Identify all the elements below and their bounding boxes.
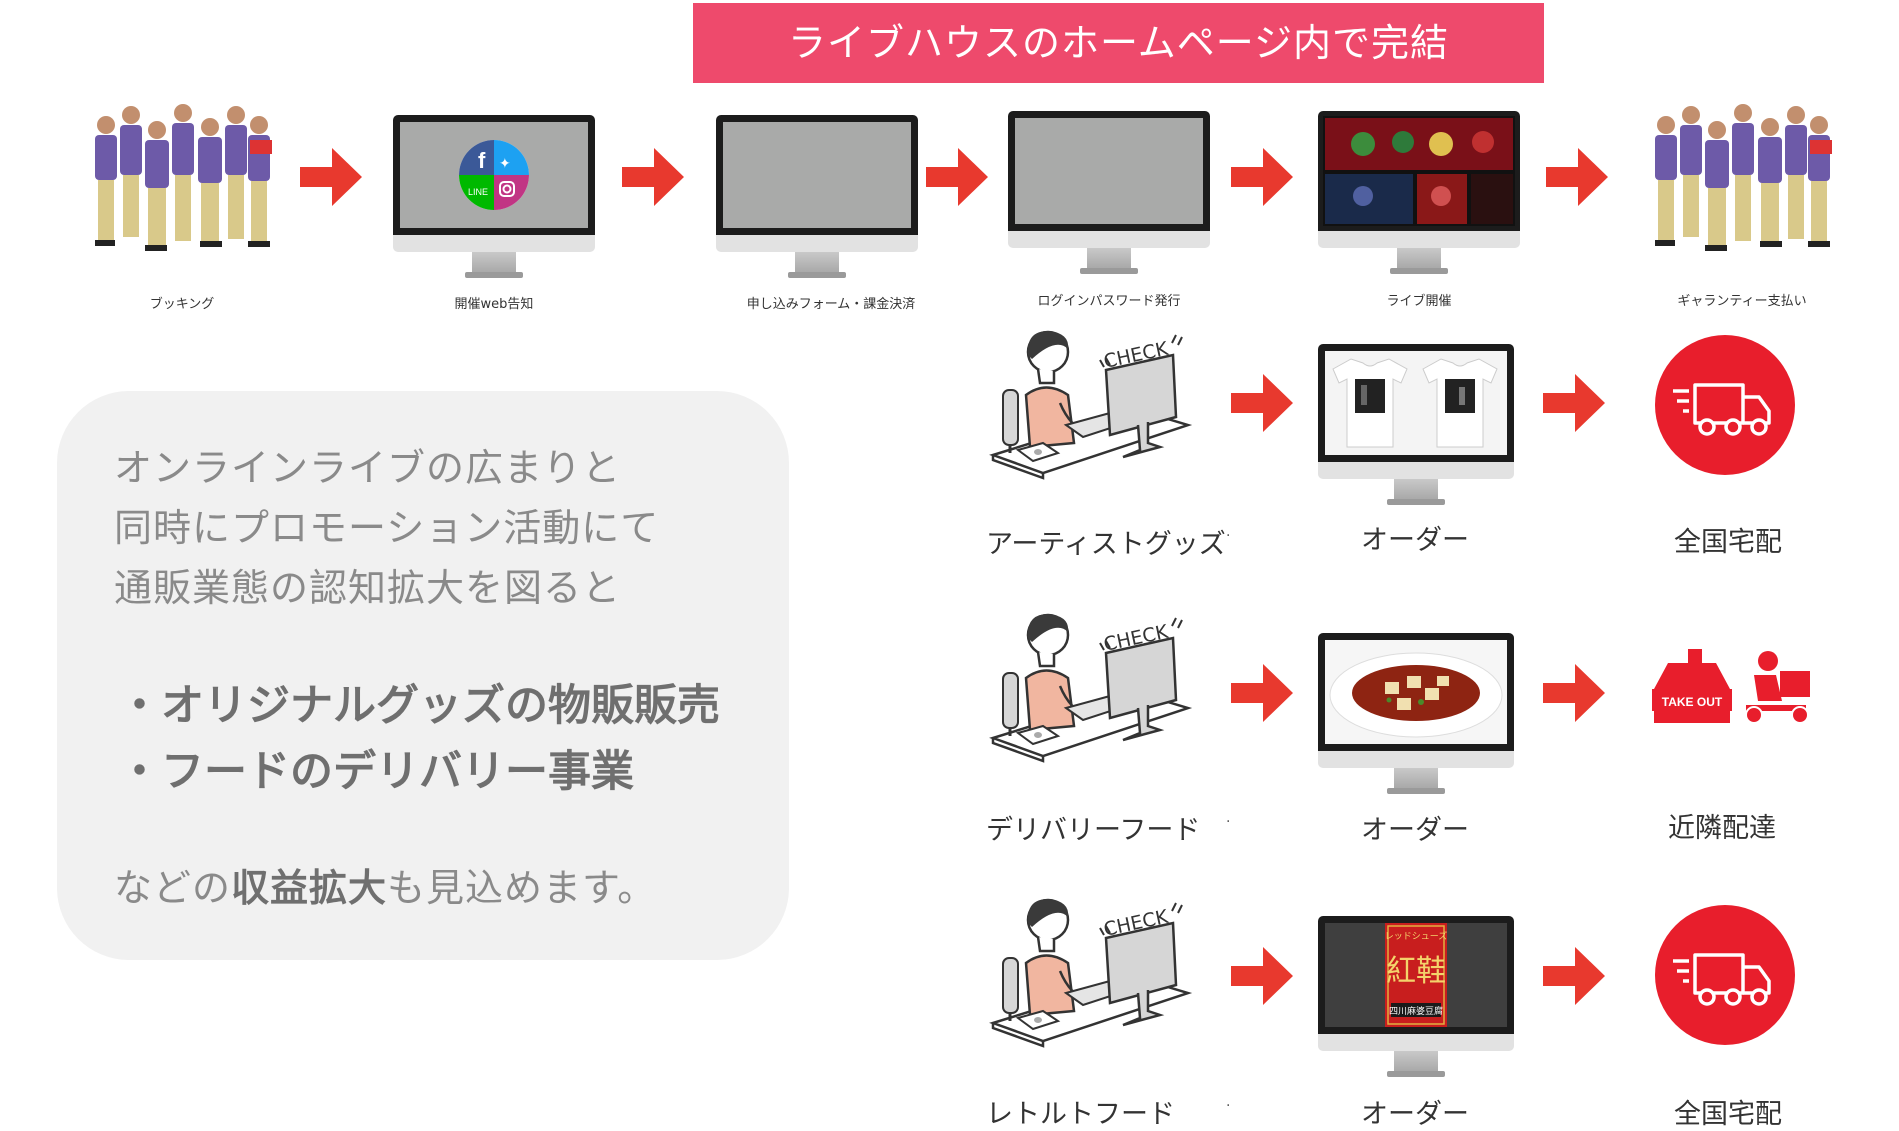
takeout-delivery-icon: TAKE OUT	[1652, 649, 1810, 724]
takeout-text: TAKE OUT	[1662, 695, 1723, 709]
svg-text:✦: ✦	[499, 155, 511, 171]
flow-arrow-4	[1231, 148, 1293, 206]
tshirt-images	[1332, 358, 1498, 448]
monitor-food-order	[1318, 633, 1514, 794]
step-caption-live: ライブ開催	[1386, 294, 1452, 309]
row-label-delivery-food: デリバリーフード	[986, 815, 1201, 846]
row1-arrow-2	[1543, 374, 1605, 432]
retort-package: レッドシューズ 紅鞋 四川麻婆豆腐	[1385, 923, 1448, 1027]
person-check-illustration-2: CHECK	[991, 612, 1190, 763]
monitor-web-announce: f ✦ LINE	[393, 115, 595, 278]
live-photos	[1325, 118, 1513, 224]
row2-arrow-2	[1543, 664, 1605, 722]
row-dot-3: ·	[1226, 1098, 1231, 1114]
flow-arrow-5	[1546, 148, 1608, 206]
truck-icon	[1655, 335, 1797, 477]
info-line-3: 通販業態の認知拡大を図ると	[114, 566, 622, 610]
row2-order-label: オーダー	[1361, 815, 1469, 846]
bullet-delivery: ・フードのデリバリー事業	[118, 747, 634, 797]
info-closing: などの収益拡大も見込めます。	[114, 866, 657, 910]
monitor-retort-order: レッドシューズ 紅鞋 四川麻婆豆腐	[1318, 916, 1514, 1077]
step-caption-announce: 開催web告知	[454, 297, 534, 312]
retort-brand: レッドシューズ	[1385, 930, 1448, 942]
row2-arrow-1	[1231, 664, 1293, 722]
row-label-retort-food: レトルトフード	[986, 1099, 1175, 1130]
step-caption-booking: ブッキング	[149, 297, 215, 312]
retort-subtitle: 四川麻婆豆腐	[1389, 1005, 1443, 1017]
band-photo-guarantee	[1650, 95, 1835, 255]
row-label-artist-goods: アーティストグッズ	[986, 529, 1226, 560]
monitor-live	[1318, 111, 1520, 274]
svg-text:f: f	[478, 148, 486, 173]
row3-arrow-1	[1231, 947, 1293, 1005]
svg-text:LINE: LINE	[468, 187, 488, 197]
monitor-login	[1008, 111, 1210, 274]
flow-arrow-2	[622, 148, 684, 206]
bullet-merchandise: ・オリジナルグッズの物販販売	[118, 681, 720, 731]
row-dot-1: ·	[1226, 528, 1231, 544]
step-caption-form: 申し込みフォーム・課金決済	[746, 297, 916, 312]
monitor-application-form	[716, 115, 918, 278]
info-line-2: 同時にプロモーション活動にて	[114, 506, 660, 550]
row1-result-nationwide: 全国宅配	[1674, 527, 1782, 558]
header-banner: ライブハウスのホームページ内で完結	[693, 3, 1544, 83]
monitor-goods-order	[1318, 344, 1514, 505]
row1-arrow-1	[1231, 374, 1293, 432]
sns-icons: f ✦ LINE	[459, 140, 529, 210]
row2-result-neighborhood: 近隣配達	[1668, 813, 1776, 844]
flow-arrow-1	[300, 148, 362, 206]
flow-arrow-3	[926, 148, 988, 206]
row1-order-label: オーダー	[1361, 525, 1469, 556]
retort-title: 紅鞋	[1386, 954, 1446, 989]
row-dot-2: ·	[1226, 814, 1231, 830]
band-photo-booking	[90, 95, 275, 255]
person-check-illustration-3: CHECK	[991, 897, 1190, 1048]
step-caption-login: ログインパスワード発行	[1037, 294, 1181, 309]
person-check-illustration-1: CHECK	[991, 329, 1190, 480]
truck-icon-2	[1655, 905, 1797, 1047]
row3-arrow-2	[1543, 947, 1605, 1005]
step-caption-guarantee: ギャランティー支払い	[1677, 294, 1807, 309]
info-box	[57, 391, 789, 960]
row3-result-nationwide: 全国宅配	[1674, 1099, 1782, 1130]
info-line-1: オンラインライブの広まりと	[114, 446, 622, 490]
mapo-tofu-dish	[1329, 652, 1503, 738]
row3-order-label: オーダー	[1361, 1099, 1469, 1130]
